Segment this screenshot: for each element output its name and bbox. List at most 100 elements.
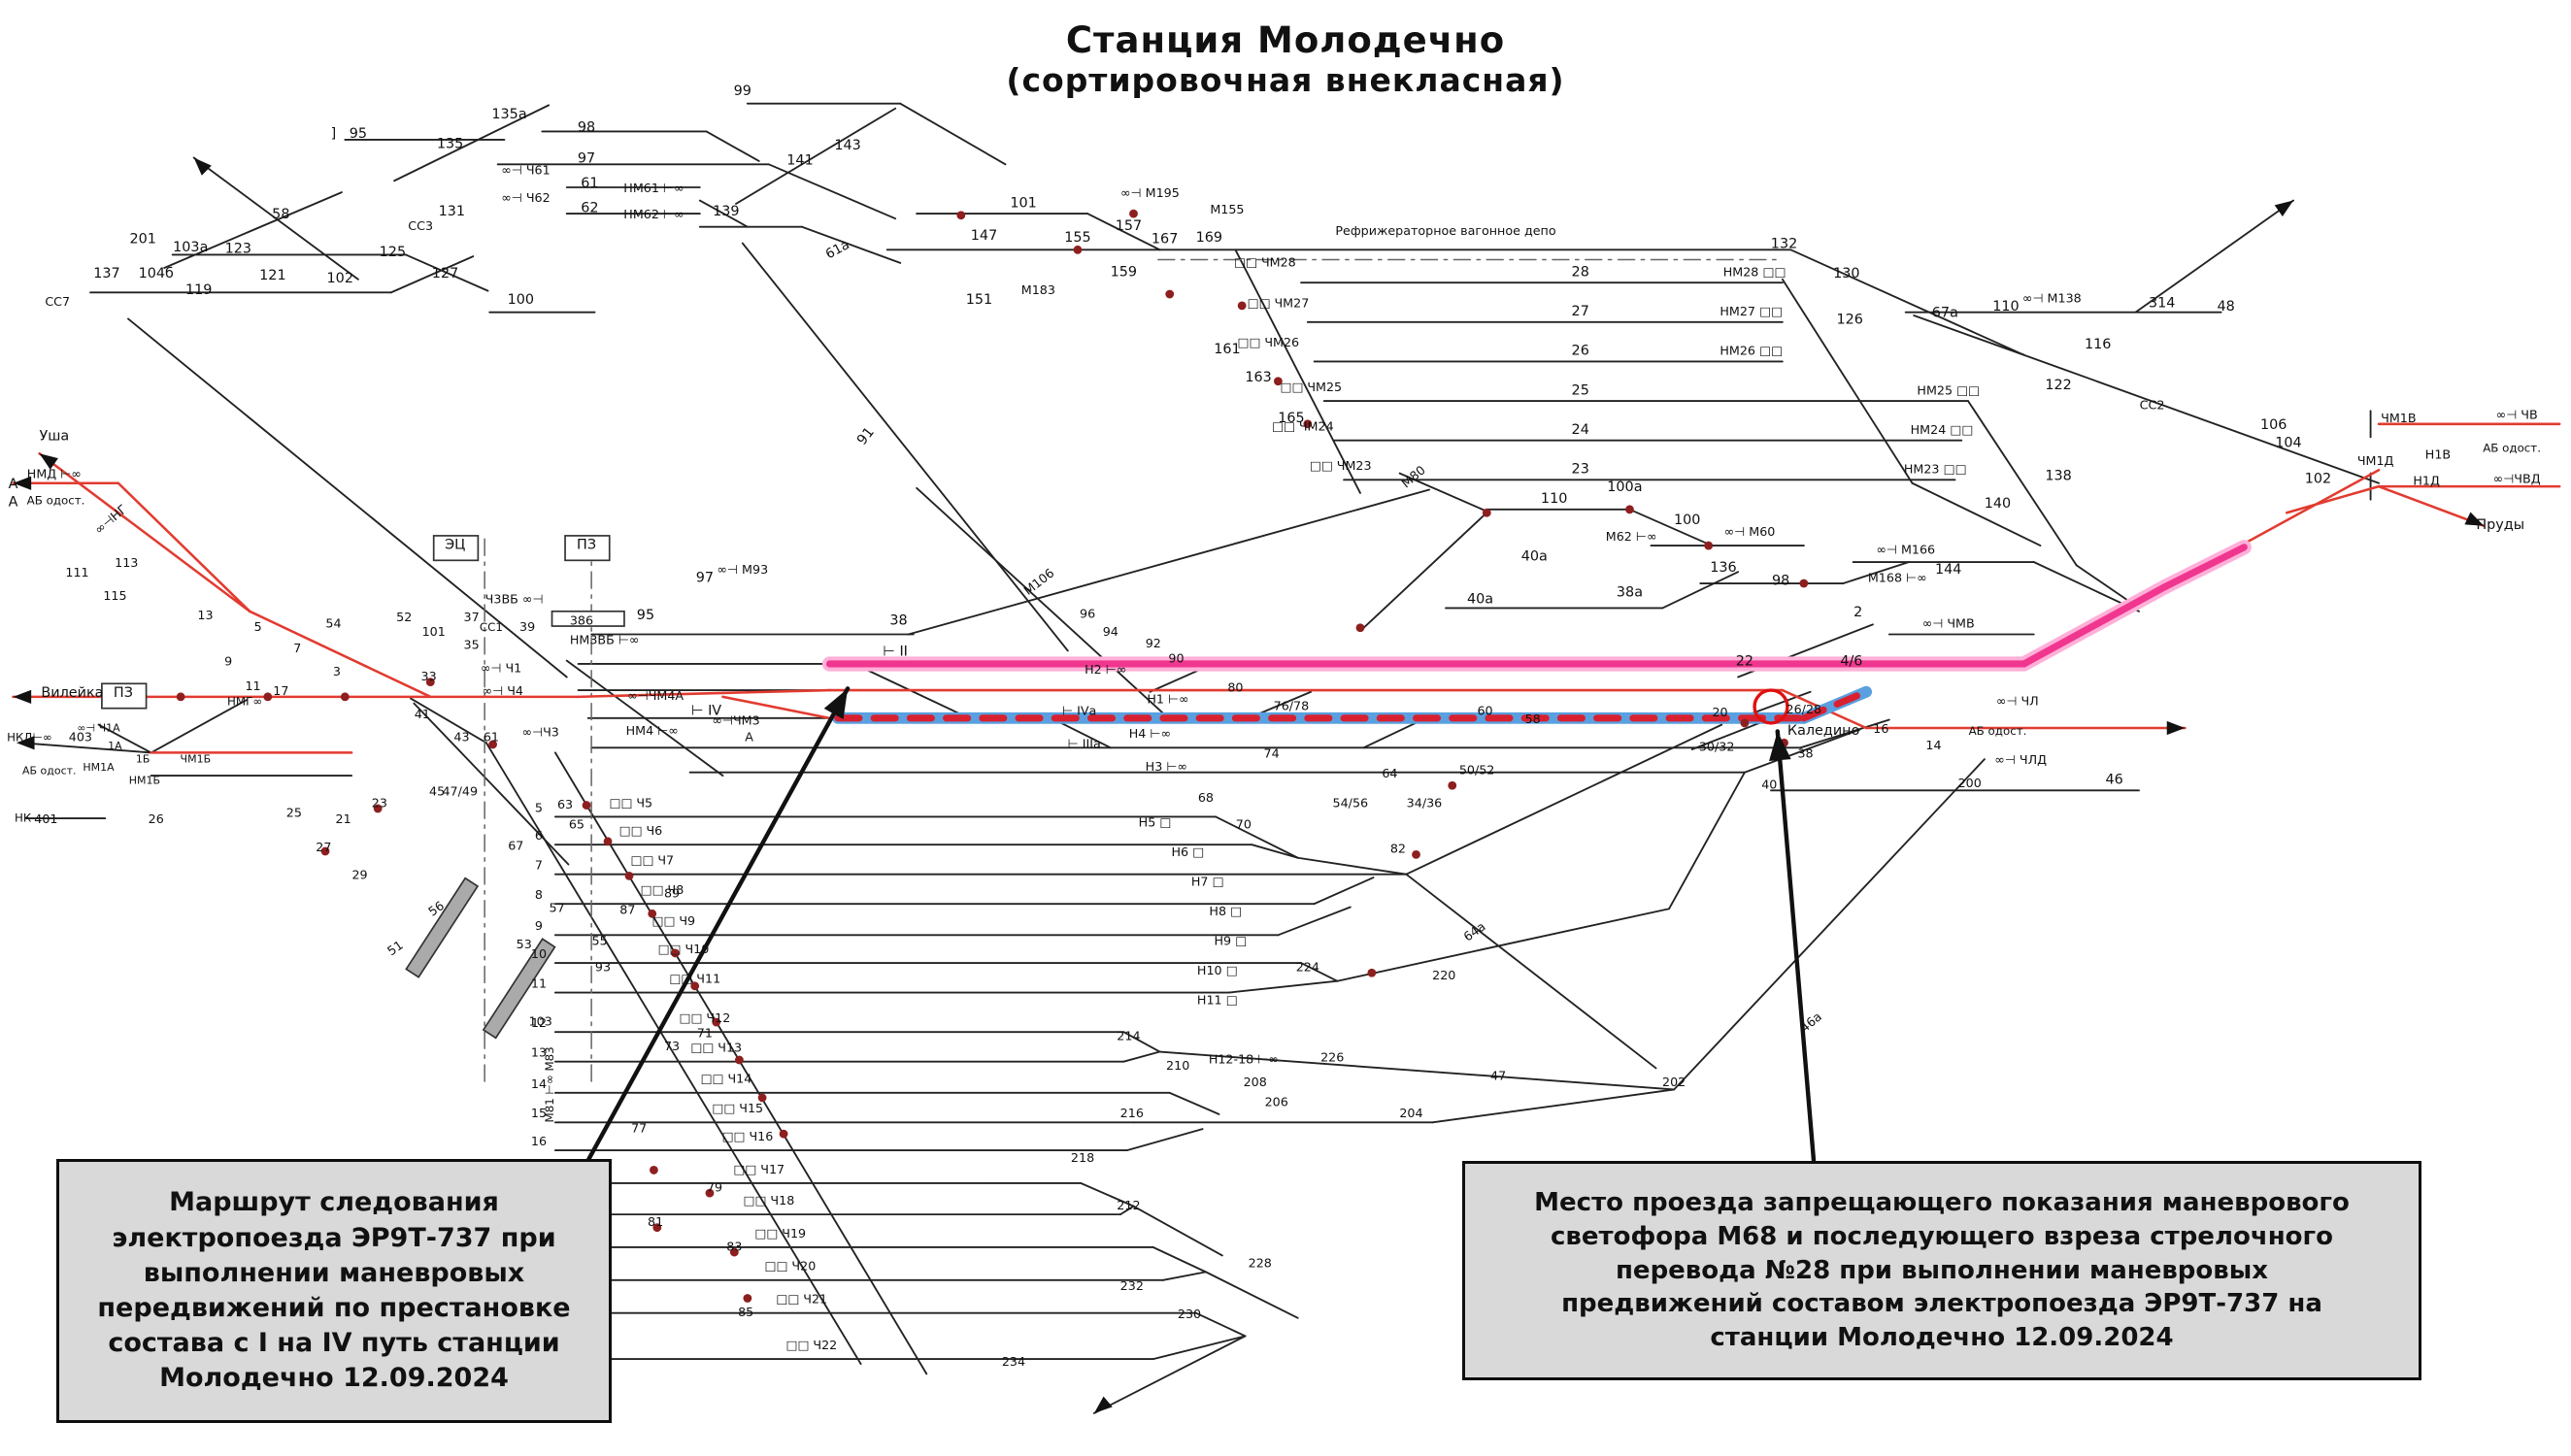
diagram-label: ∞⊣ЧВД <box>2493 472 2541 486</box>
diagram-label: Н8 □ <box>1209 904 1242 918</box>
diagram-label: 39 <box>519 619 535 634</box>
track-line <box>150 699 248 754</box>
diagram-label: 98 <box>1772 574 1789 589</box>
diagram-label: 169 <box>1196 230 1222 246</box>
diagram-label: 22 <box>1736 654 1753 670</box>
track-line <box>1227 979 1339 994</box>
diagram-label: М80 <box>1398 462 1427 490</box>
track-line <box>1743 728 1861 774</box>
track-line <box>1673 758 1986 1091</box>
diagram-label: А <box>9 477 18 492</box>
track-line <box>1336 908 1671 982</box>
diagram-label: Н7 □ <box>1191 875 1224 889</box>
diagram-label: ∞⊣ Ч61 <box>501 162 550 177</box>
diagram-label: 29 <box>351 868 367 882</box>
diagram-label: ⊢ IIIа <box>1068 736 1101 750</box>
diagram-label: 58 <box>272 207 289 222</box>
station-subtitle: (сортировочная внекласная) <box>1006 61 1565 99</box>
switch-dot <box>648 909 657 918</box>
diagram-label: ЧМ1Б <box>181 753 212 766</box>
track-line <box>2134 199 2294 314</box>
track-line <box>698 199 749 228</box>
diagram-label: АБ одост. <box>2483 442 2541 455</box>
switch-dot <box>582 801 591 810</box>
switch-dot <box>1165 289 1175 299</box>
diagram-label: ∞⊣Ч3 <box>521 724 558 739</box>
switch-dot <box>176 692 185 702</box>
diagram-label: ∞⊣ЧМ3 <box>712 713 759 728</box>
diagram-label: А <box>745 730 753 745</box>
track-line <box>127 317 568 678</box>
diagram-label: 96 <box>1080 607 1095 621</box>
track-line <box>1668 771 1746 910</box>
diagram-label: Н1В <box>2425 447 2451 461</box>
diagram-label: ∞⊣ЧМ4А <box>627 688 684 703</box>
diagram-label: 43 <box>453 730 469 745</box>
diagram-label: 3 <box>333 664 341 678</box>
switch-dot <box>956 211 966 220</box>
diagram-label: □□ Ч20 <box>764 1259 816 1274</box>
diagram-label: 7 <box>293 641 301 655</box>
diagram-label: 102 <box>327 271 353 286</box>
track-line <box>1086 213 1161 251</box>
diagram-label: НМ61 ⊢∞ <box>623 181 684 195</box>
switch-dot <box>373 804 383 813</box>
diagram-label: 46 <box>2105 773 2122 788</box>
switch-dot <box>652 1223 662 1233</box>
diagram-label: 232 <box>1120 1278 1144 1293</box>
diagram-label: 95 <box>637 608 654 623</box>
track-line <box>1913 314 2025 356</box>
direction-arrowhead <box>823 688 849 719</box>
diagram-label: 230 <box>1178 1307 1201 1321</box>
track-line <box>413 702 570 866</box>
diagram-label: СС2 <box>2140 398 2165 413</box>
switch-dot <box>1367 968 1377 977</box>
track-line <box>163 191 343 269</box>
diagram-label: 12 <box>531 1015 547 1030</box>
diagram-label: 201 <box>129 232 155 248</box>
diagram-label: 401 <box>34 811 57 826</box>
diagram-label: □□ Ч13 <box>690 1041 742 1055</box>
diagram-label: ∞⊣ М138 <box>2022 291 2082 306</box>
diagram-label: □□ Ч12 <box>679 1010 730 1025</box>
diagram-label: Н6 □ <box>1172 844 1205 859</box>
switch-dot <box>690 981 700 991</box>
diagram-label: 73 <box>664 1039 680 1053</box>
track-line <box>97 723 152 754</box>
track-line <box>741 242 1069 652</box>
diagram-label: 38 <box>1797 745 1813 760</box>
diagram-label: 33 <box>421 669 437 683</box>
diagram-label: АБ одост. <box>27 494 85 508</box>
diagram-label: Н2 ⊢∞ <box>1085 662 1126 677</box>
diagram-label: ЧМ1Д <box>2357 453 2394 468</box>
diagram-label: 26 <box>1572 344 1589 359</box>
track-line <box>735 107 897 205</box>
diagram-label: 218 <box>1071 1150 1094 1165</box>
diagram-label: НМ62 ⊢∞ <box>623 207 684 221</box>
direction-arrowhead <box>2464 512 2485 526</box>
track-line <box>916 486 1164 714</box>
track-line <box>1125 1128 1204 1152</box>
diagram-label: 30/32 <box>1699 740 1735 754</box>
track-line <box>1132 1205 1223 1257</box>
diagram-label: 40а <box>1521 548 1548 564</box>
diagram-label: НМ27 □□ <box>1720 304 1783 318</box>
diagram-label: ∞⊣ ЧЛ <box>1996 693 2039 708</box>
diagram-label: 82 <box>1390 842 1406 856</box>
diagram-label: 111 <box>65 565 88 579</box>
note-line: передвижений по престановке <box>97 1293 571 1323</box>
diagram-label: НКД⊢∞ <box>7 731 52 745</box>
diagram-label: 210 <box>1166 1058 1189 1073</box>
track-line <box>1080 1182 1135 1208</box>
diagram-label: ∞⊣ ЧМВ <box>1922 616 1975 631</box>
diagram-label: ⊢ II <box>883 645 908 660</box>
diagram-label: Н4 ⊢∞ <box>1129 726 1171 741</box>
switch-dot <box>488 740 498 749</box>
diagram-label: Н11 □ <box>1197 992 1238 1007</box>
diagram-label: 11 <box>531 976 547 990</box>
incident-circle-marker <box>1753 688 1789 725</box>
diagram-label: 137 <box>93 266 119 281</box>
diagram-label: 37 <box>464 610 480 624</box>
diagram-label: 202 <box>1662 1075 1686 1089</box>
